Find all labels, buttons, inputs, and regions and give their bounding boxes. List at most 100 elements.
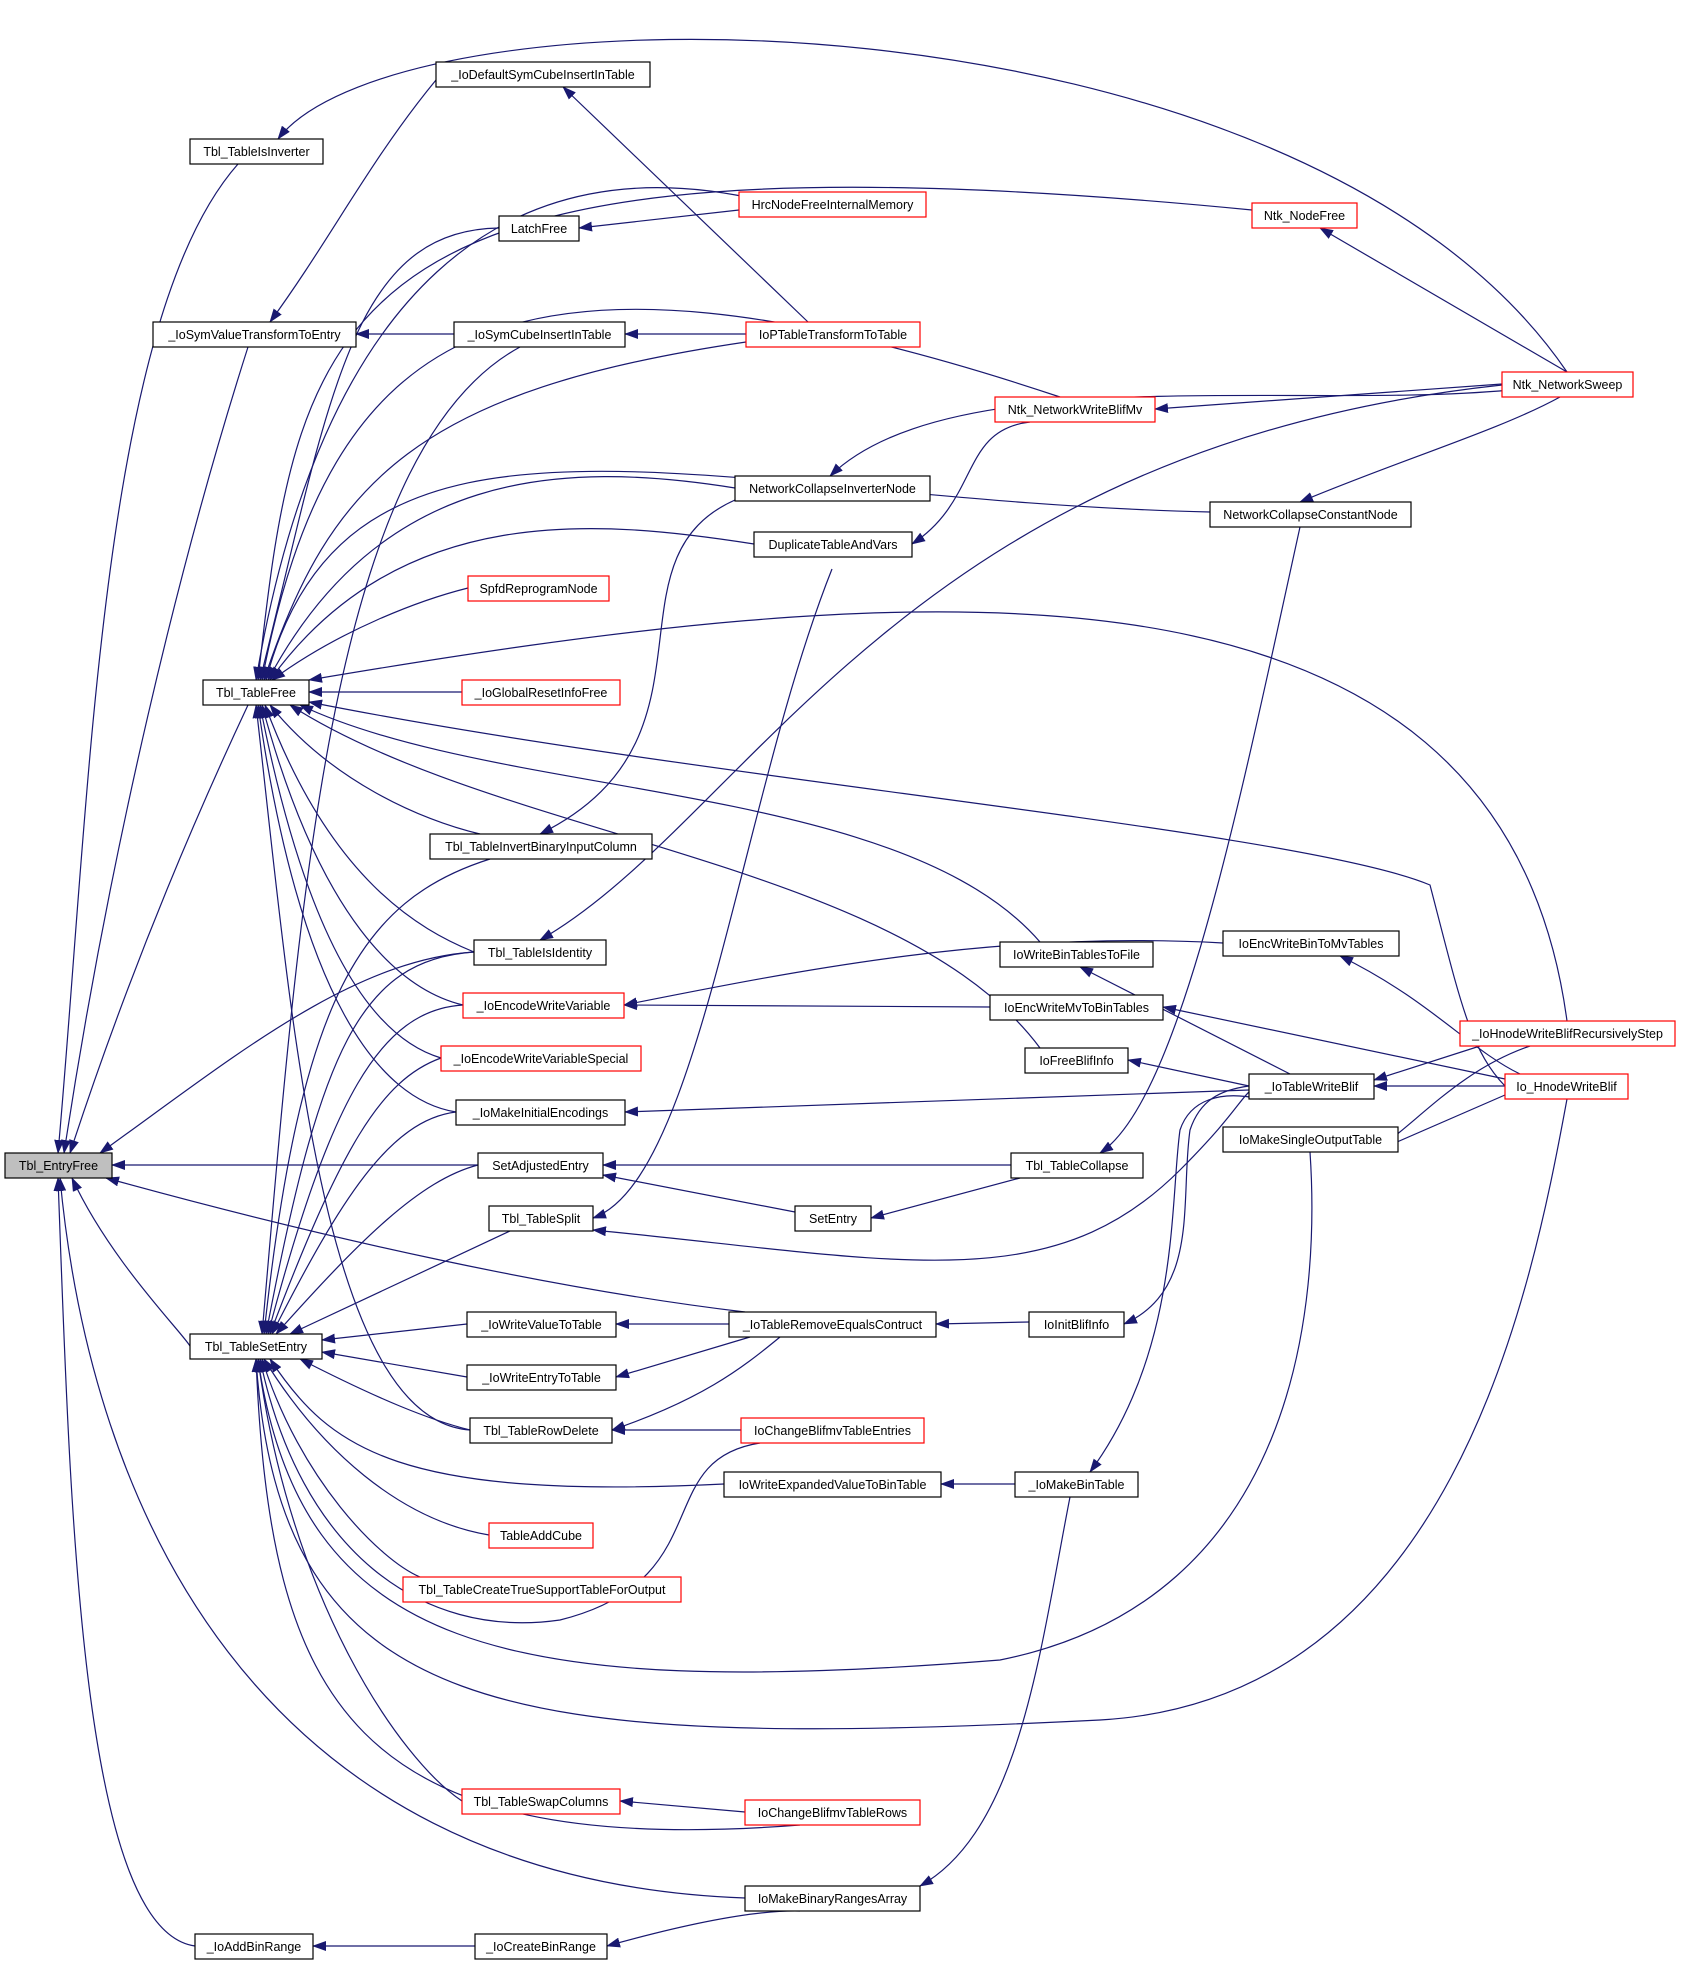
edge-tbl_tablesetentry-tbl_tableisidentity <box>263 951 475 1335</box>
node-iosymvaluetransform[interactable]: _IoSymValueTransformToEntry <box>152 321 357 348</box>
node-iowriteentrytotable[interactable]: _IoWriteEntryToTable <box>466 1364 617 1391</box>
node-iomakesingleoutput[interactable]: IoMakeSingleOutputTable <box>1222 1126 1399 1153</box>
node-box <box>1028 1311 1125 1338</box>
edge-iotableremoveequals-ioinitblifinfo <box>935 1318 1030 1329</box>
node-label: Tbl_TableCollapse <box>1026 1159 1129 1173</box>
node-ioencwritebintomv[interactable]: IoEncWriteBinToMvTables <box>1222 930 1400 957</box>
node-label: SetAdjustedEntry <box>492 1159 589 1173</box>
node-label: Io_HnodeWriteBlif <box>1516 1080 1617 1094</box>
node-label: _IoAddBinRange <box>206 1940 302 1954</box>
node-ioaddbinrange[interactable]: _IoAddBinRange <box>194 1933 314 1960</box>
node-hrcnodefree[interactable]: HrcNodeFreeInternalMemory <box>738 191 927 218</box>
node-iomakebintable[interactable]: _IoMakeBinTable <box>1014 1471 1139 1498</box>
edge-tbl_entryfree-iotableremoveequals <box>105 1176 746 1313</box>
node-tbl_tableisidentity[interactable]: Tbl_TableIsIdentity <box>473 939 607 966</box>
edge-tbl_tablesetentry-iowriteexpanded <box>269 1358 725 1488</box>
edge-tbl_entryfree-tbl_tableisidentity <box>99 951 475 1154</box>
node-tbl_entryfree[interactable]: Tbl_EntryFree <box>4 1152 113 1179</box>
node-box <box>455 1099 626 1126</box>
node-box <box>461 1788 621 1815</box>
node-box <box>477 1152 604 1179</box>
node-box <box>1459 1020 1676 1047</box>
edge-tbl_tablesetentry-io_hnodewriteblif <box>251 1098 1568 1730</box>
edge-tbl_tablesetentry-tbl_swapcolumns <box>254 1358 463 1802</box>
edge-tbl_tablesetentry-tableaddcube <box>263 1358 490 1536</box>
node-label: _IoDefaultSymCubeInsertInTable <box>450 68 634 82</box>
node-ntk_nodefree[interactable]: Ntk_NodeFree <box>1251 202 1358 229</box>
node-ioencwritemv[interactable]: IoEncWriteMvToBinTables <box>989 994 1164 1021</box>
edge-tbl_tablefree-iofreeblifinfo <box>289 704 1041 1049</box>
node-box <box>989 994 1164 1021</box>
node-ioinitblifinfo[interactable]: IoInitBlifInfo <box>1028 1311 1125 1338</box>
node-iotableremoveequals[interactable]: _IoTableRemoveEqualsContruct <box>728 1311 937 1338</box>
node-tbl_tablefree[interactable]: Tbl_TableFree <box>202 679 310 706</box>
node-tbl_tablesplit[interactable]: Tbl_TableSplit <box>488 1205 594 1232</box>
edge-tbl_tablefree-duplicatetable <box>269 528 755 681</box>
node-label: _IoMakeInitialEncodings <box>472 1106 609 1120</box>
node-box <box>429 833 653 860</box>
node-ntk_networksweep[interactable]: Ntk_NetworkSweep <box>1501 371 1634 398</box>
edge-tbl_tablefree-netcollapseconstant <box>264 470 1211 681</box>
node-netcollapseconstant[interactable]: NetworkCollapseConstantNode <box>1209 501 1412 528</box>
edge-iosymvaluetransform-iodefaultsymcube <box>269 79 437 323</box>
node-tbl_tablecollapse[interactable]: Tbl_TableCollapse <box>1010 1152 1144 1179</box>
edge-ioencodewritevar-ioencwritemv <box>623 1000 991 1011</box>
node-label: Tbl_TableIsInverter <box>203 145 309 159</box>
node-label: IoFreeBlifInfo <box>1039 1054 1113 1068</box>
node-box <box>1209 501 1412 528</box>
node-iomakeinitialenc[interactable]: _IoMakeInitialEncodings <box>455 1099 626 1126</box>
node-label: IoEncWriteBinToMvTables <box>1239 937 1384 951</box>
node-iowritebintables[interactable]: IoWriteBinTablesToFile <box>999 941 1154 968</box>
node-setadjustedentry[interactable]: SetAdjustedEntry <box>477 1152 604 1179</box>
node-iocreatebinrange[interactable]: _IoCreateBinRange <box>474 1933 608 1960</box>
node-ioglobalreset[interactable]: _IoGlobalResetInfoFree <box>461 679 621 706</box>
node-ioptabletransform[interactable]: IoPTableTransformToTable <box>745 321 921 348</box>
node-ntk_writeblifmv[interactable]: Ntk_NetworkWriteBlifMv <box>994 396 1156 423</box>
edge-tbl_tablefree-io_hnodewriteblif <box>308 699 1506 1087</box>
node-iochangeblifrows[interactable]: IoChangeBlifmvTableRows <box>744 1799 921 1826</box>
edge-tbl_tablesetentry-tbl_createtruesupport <box>261 1358 421 1578</box>
node-iodefaultsymcube[interactable]: _IoDefaultSymCubeInsertInTable <box>435 61 651 88</box>
edge-tbl_tablefree-hrcnodefree <box>253 187 781 681</box>
node-label: Tbl_TableCreateTrueSupportTableForOutput <box>419 1583 666 1597</box>
node-iotablewriteblif[interactable]: _IoTableWriteBlif <box>1248 1073 1375 1100</box>
edge-setadjustedentry-setentry <box>602 1172 796 1213</box>
edge-ioinitblifinfo-iotablewriteblif <box>1123 1085 1250 1325</box>
node-ioencodewritevarspecial[interactable]: _IoEncodeWriteVariableSpecial <box>440 1045 642 1072</box>
node-setentry[interactable]: SetEntry <box>794 1205 872 1232</box>
node-iosymcubeinsert[interactable]: _IoSymCubeInsertInTable <box>453 321 626 348</box>
node-box <box>461 679 621 706</box>
node-latchfree[interactable]: LatchFree <box>498 215 580 242</box>
node-iofreeblifinfo[interactable]: IoFreeBlifInfo <box>1024 1047 1129 1074</box>
node-box <box>1251 202 1358 229</box>
node-iowriteexpanded[interactable]: IoWriteExpandedValueToBinTable <box>723 1471 942 1498</box>
node-netcollapseinverter[interactable]: NetworkCollapseInverterNode <box>734 475 931 502</box>
node-label: _IoTableRemoveEqualsContruct <box>742 1318 923 1332</box>
node-duplicatetable[interactable]: DuplicateTableAndVars <box>753 531 913 558</box>
node-ioencodewritevar[interactable]: _IoEncodeWriteVariable <box>462 992 625 1019</box>
node-tbl_swapcolumns[interactable]: Tbl_TableSwapColumns <box>461 1788 621 1815</box>
edge-tbl_tablefree-iohnodewriterec <box>308 611 1568 1022</box>
node-tbl_invertbinary[interactable]: Tbl_TableInvertBinaryInputColumn <box>429 833 653 860</box>
edge-tbl_tablefree-ntk_nodefree <box>254 186 1253 681</box>
node-label: IoMakeBinaryRangesArray <box>758 1892 908 1906</box>
node-iowritevaluetotable[interactable]: _IoWriteValueToTable <box>466 1311 617 1338</box>
node-io_hnodewriteblif[interactable]: Io_HnodeWriteBlif <box>1504 1073 1629 1100</box>
edge-tbl_tablefree-spfdreprogram <box>271 587 469 681</box>
node-spfdreprogram[interactable]: SpfdReprogramNode <box>467 575 610 602</box>
node-tbl_tablesetentry[interactable]: Tbl_TableSetEntry <box>189 1333 323 1360</box>
edge-tbl_invertbinary-netcollapseinverter <box>539 499 736 835</box>
node-tbl_tableisinverter[interactable]: Tbl_TableIsInverter <box>189 138 324 165</box>
node-tbl_tablerowdelete[interactable]: Tbl_TableRowDelete <box>469 1417 613 1444</box>
node-box <box>1010 1152 1144 1179</box>
node-label: _IoTableWriteBlif <box>1264 1080 1359 1094</box>
node-tbl_createtruesupport[interactable]: Tbl_TableCreateTrueSupportTableForOutput <box>402 1576 682 1603</box>
edge-tbl_tablesetentry-iomakesingleoutput <box>254 1151 1313 1673</box>
node-iomakebinaryranges[interactable]: IoMakeBinaryRangesArray <box>744 1885 921 1912</box>
edge-latchfree-hrcnodefree <box>578 209 740 232</box>
node-iochangeblifentries[interactable]: IoChangeBlifmvTableEntries <box>740 1417 925 1444</box>
edge-tbl_tablesetentry-ioencodewritevar <box>266 1004 464 1335</box>
node-tableaddcube[interactable]: TableAddCube <box>488 1522 594 1549</box>
edge-iotablewriteblif-iohnodewriterec <box>1373 1045 1481 1081</box>
node-iohnodewriterec[interactable]: _IoHnodeWriteBlifRecursivelyStep <box>1459 1020 1676 1047</box>
